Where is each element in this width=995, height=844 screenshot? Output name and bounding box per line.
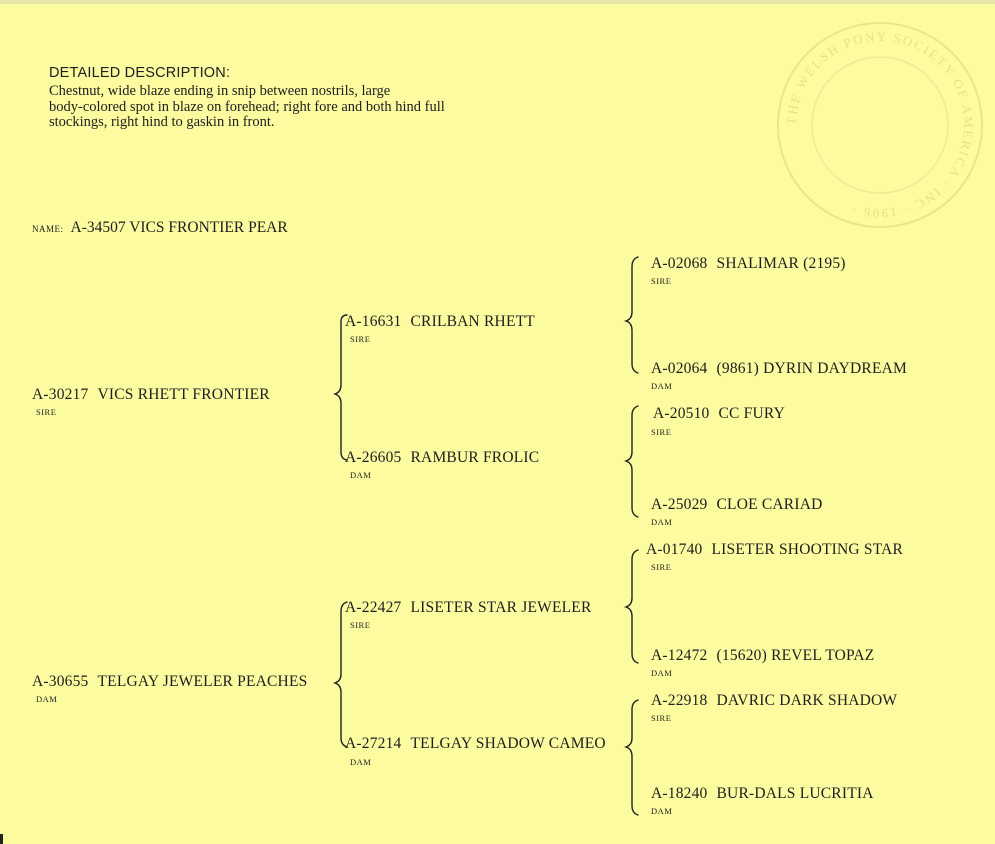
horse-name: RAMBUR FROLIC xyxy=(410,449,540,466)
ancestor-entry: A-22918 DAVRIC DARK SHADOW xyxy=(651,692,897,710)
registration-number: A-18240 xyxy=(651,785,708,802)
role-label: DAM xyxy=(651,668,673,678)
ancestor-entry: A-18240 BUR-DALS LUCRITIA xyxy=(651,785,874,803)
registration-number: A-30655 xyxy=(32,673,89,690)
role-label: SIRE xyxy=(36,407,57,417)
horse-name: SHALIMAR (2195) xyxy=(716,255,846,272)
registration-number: A-20510 xyxy=(653,405,710,422)
description-line: Chestnut, wide blaze ending in snip betw… xyxy=(49,83,391,99)
embossed-seal-icon: THE WELSH PONY SOCIETY OF AMERICA · INC … xyxy=(777,22,983,228)
horse-name-row: NAME: A-34507 VICS FRONTIER PEAR xyxy=(32,219,288,237)
registration-number: A-02064 xyxy=(651,360,708,377)
horse-name: CLOE CARIAD xyxy=(716,496,823,513)
role-label: DAM xyxy=(651,517,673,527)
paper-top-edge xyxy=(0,0,995,4)
horse-name: (9861) DYRIN DAYDREAM xyxy=(716,360,908,377)
horse-name: TELGAY SHADOW CAMEO xyxy=(410,735,606,752)
bracket-crilban-rhett xyxy=(623,256,639,374)
name-label: NAME: xyxy=(32,224,64,234)
role-label: DAM xyxy=(350,757,372,767)
role-label: SIRE xyxy=(651,562,672,572)
horse-name: LISETER STAR JEWELER xyxy=(410,599,592,616)
dam-dam-entry: A-27214 TELGAY SHADOW CAMEO xyxy=(345,735,606,753)
horse-name: CC FURY xyxy=(718,405,785,422)
ancestor-entry: A-12472 (15620) REVEL TOPAZ xyxy=(651,647,874,665)
role-label: DAM xyxy=(651,381,673,391)
sire-sire-entry: A-16631 CRILBAN RHETT xyxy=(345,313,535,331)
role-label: SIRE xyxy=(651,427,672,437)
ancestor-entry: A-02068 SHALIMAR (2195) xyxy=(651,255,846,273)
horse-name: LISETER SHOOTING STAR xyxy=(711,541,904,558)
registration-number: A-26605 xyxy=(345,449,402,466)
role-label: DAM xyxy=(350,470,372,480)
description-line: stockings, right hind to gaskin in front… xyxy=(49,114,275,130)
registration-number: A-16631 xyxy=(345,313,402,330)
registration-number: A-27214 xyxy=(345,735,402,752)
horse-name: DAVRIC DARK SHADOW xyxy=(716,692,898,709)
description-body: Chestnut, wide blaze ending in snip betw… xyxy=(49,83,569,131)
dam-sire-entry: A-22427 LISETER STAR JEWELER xyxy=(345,599,592,617)
ancestor-entry: A-02064 (9861) DYRIN DAYDREAM xyxy=(651,360,907,378)
horse-name: CRILBAN RHETT xyxy=(410,313,535,330)
dam-entry: A-30655 TELGAY JEWELER PEACHES xyxy=(32,673,307,691)
registration-number: A-30217 xyxy=(32,386,89,403)
ancestor-entry: A-01740 LISETER SHOOTING STAR xyxy=(646,541,903,559)
role-label: SIRE xyxy=(651,713,672,723)
registration-number: A-01740 xyxy=(646,541,703,558)
detailed-description: DETAILED DESCRIPTION: Chestnut, wide bla… xyxy=(49,64,569,131)
horse-name: TELGAY JEWELER PEACHES xyxy=(97,673,308,690)
horse-name: (15620) REVEL TOPAZ xyxy=(716,647,875,664)
sire-dam-entry: A-26605 RAMBUR FROLIC xyxy=(345,449,539,467)
registration-number: A-02068 xyxy=(651,255,708,272)
bracket-telgay-shadow-cameo xyxy=(623,699,639,816)
registration-number: A-22427 xyxy=(345,599,402,616)
bracket-dam-line xyxy=(332,601,348,748)
registration-number: A-25029 xyxy=(651,496,708,513)
description-heading: DETAILED DESCRIPTION: xyxy=(49,65,231,81)
registration-number: A-22918 xyxy=(651,692,708,709)
bracket-sire-line xyxy=(332,314,348,461)
ancestor-entry: A-20510 CC FURY xyxy=(653,405,785,423)
bracket-liseter-star-jeweler xyxy=(623,549,639,664)
horse-name: VICS RHETT FRONTIER xyxy=(97,386,270,403)
ancestor-entry: A-25029 CLOE CARIAD xyxy=(651,496,822,514)
horse-name: BUR-DALS LUCRITIA xyxy=(716,785,874,802)
role-label: SIRE xyxy=(350,620,371,630)
role-label: DAM xyxy=(36,694,58,704)
bracket-rambur-frolic xyxy=(623,405,639,518)
registration-number: A-12472 xyxy=(651,647,708,664)
role-label: DAM xyxy=(651,806,673,816)
horse-name: A-34507 VICS FRONTIER PEAR xyxy=(70,219,288,236)
role-label: SIRE xyxy=(651,276,672,286)
scan-edge-mark xyxy=(0,834,3,844)
sire-entry: A-30217 VICS RHETT FRONTIER xyxy=(32,386,270,404)
description-line: body-colored spot in blaze on forehead; … xyxy=(49,98,445,115)
role-label: SIRE xyxy=(350,334,371,344)
